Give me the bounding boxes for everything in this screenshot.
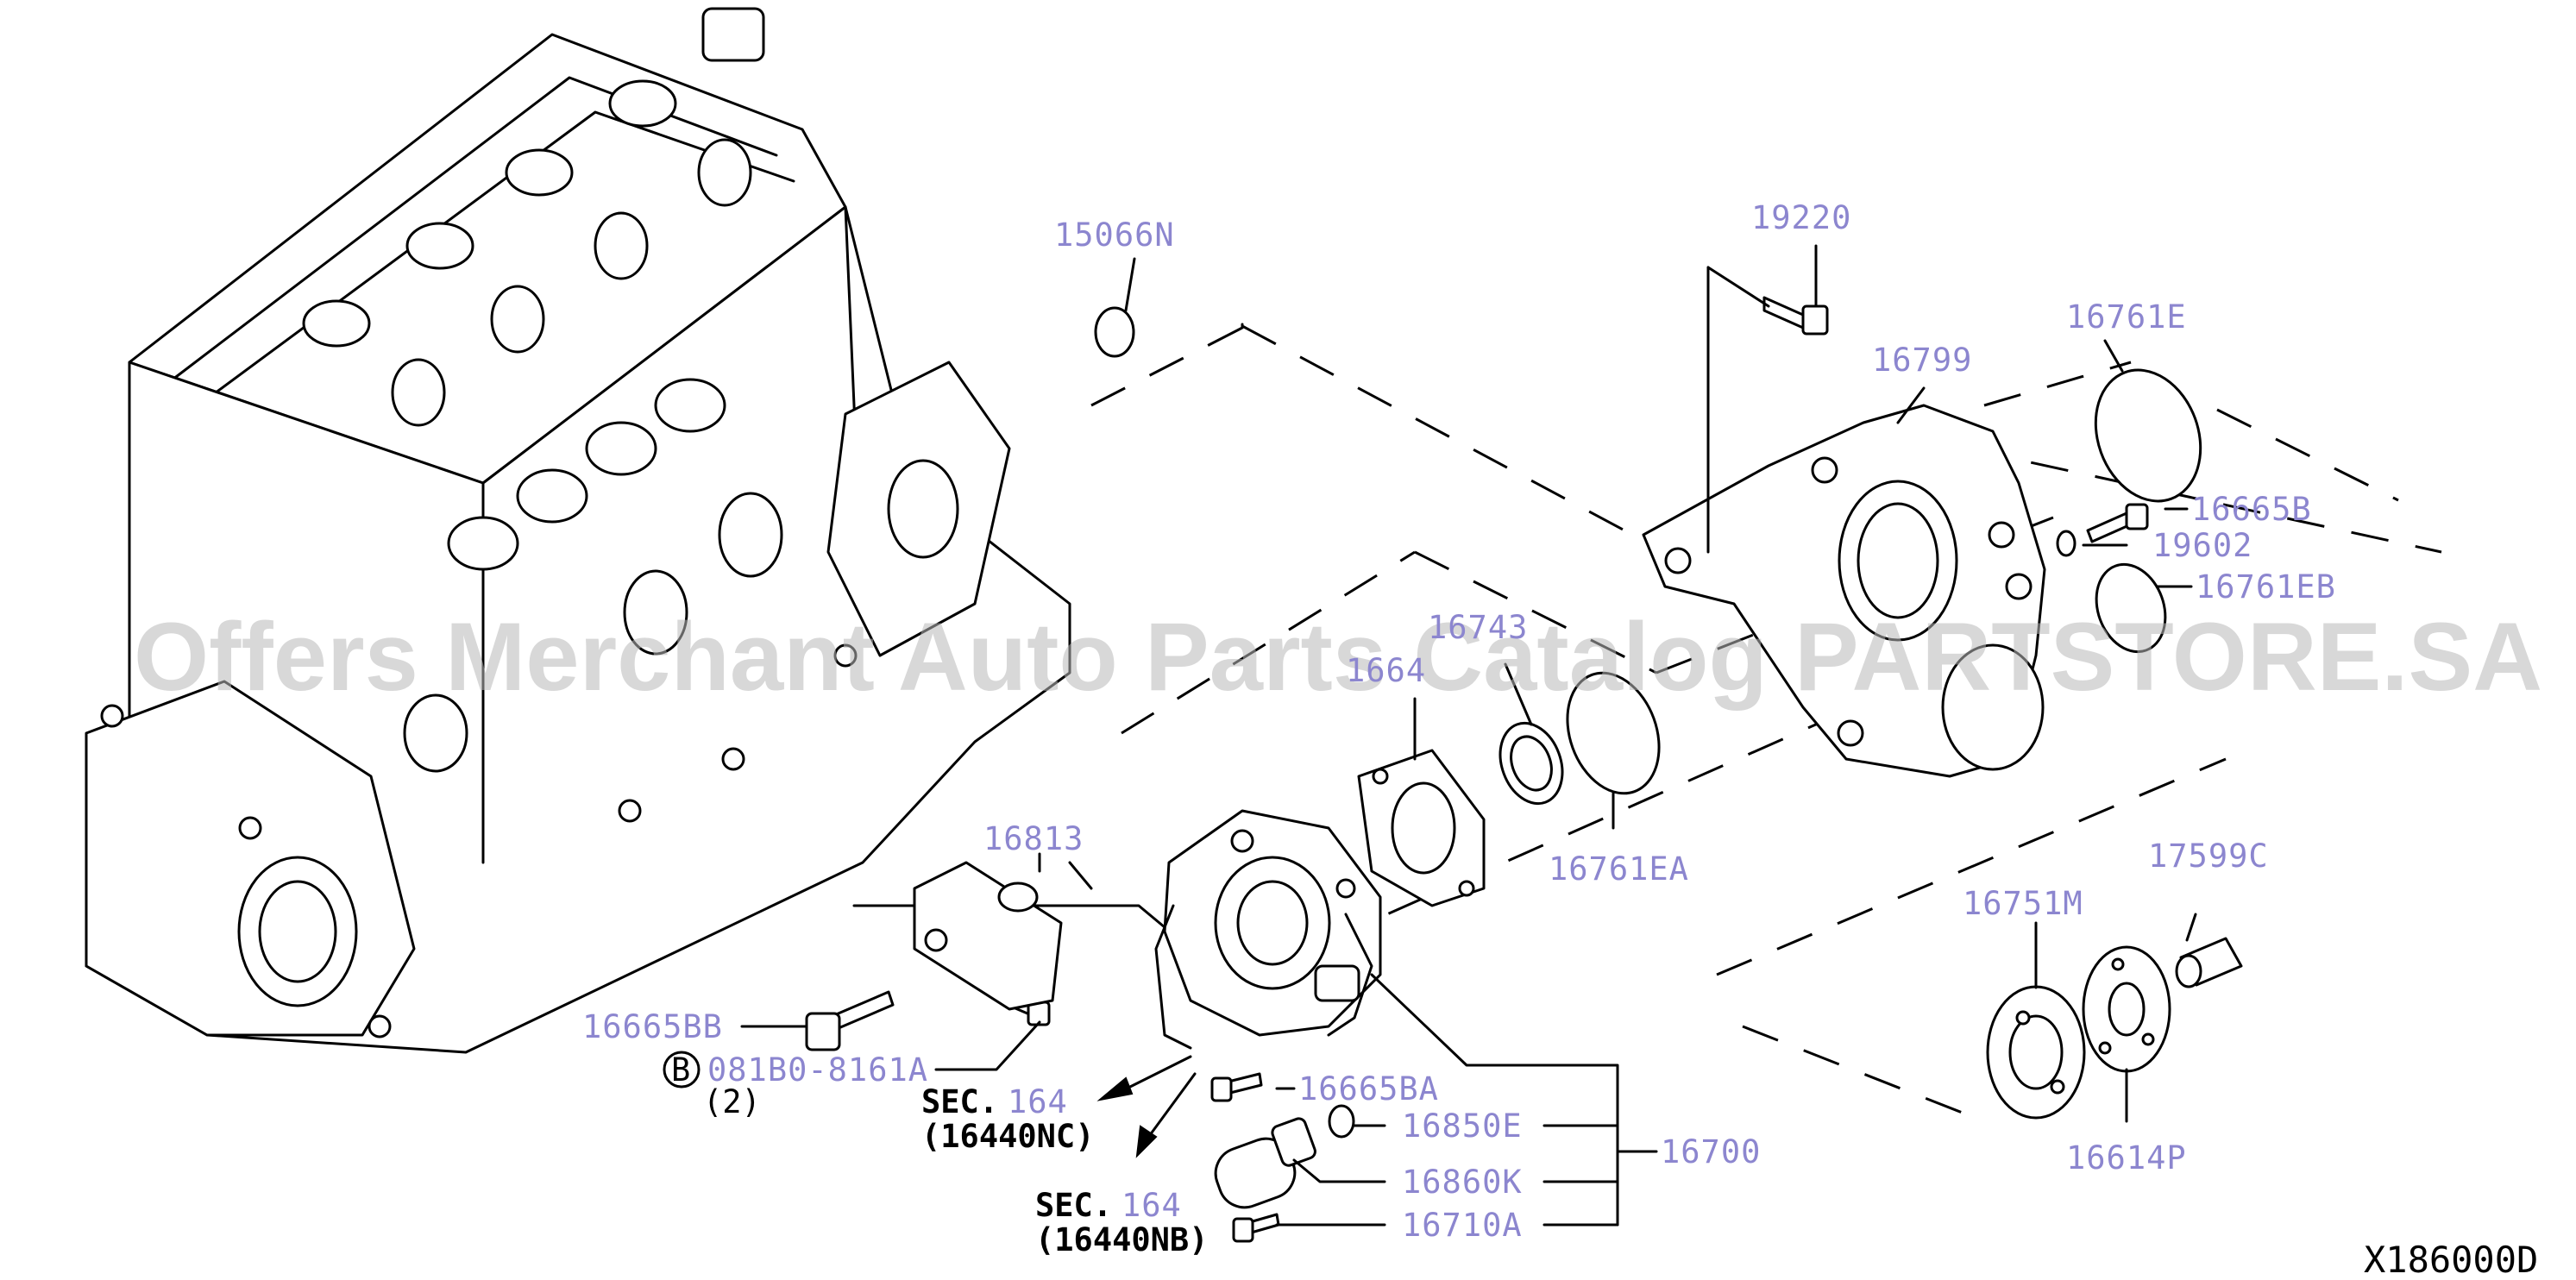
sec-ref-1[interactable]: (16440NC) <box>921 1118 1094 1155</box>
part-label-16761EB[interactable]: 16761EB <box>2196 568 2336 605</box>
part-label-16665B[interactable]: 16665B <box>2191 491 2312 528</box>
diagram-code: X186000D <box>2364 1239 2538 1280</box>
hub-16751M <box>1986 985 2086 1120</box>
o-ring-15066N <box>1094 306 1135 358</box>
engine-block <box>85 7 1071 1054</box>
sec-ref-2[interactable]: (16440NB) <box>1035 1221 1208 1258</box>
seal-16743 <box>1498 721 1564 806</box>
part-label-19602[interactable]: 19602 <box>2152 527 2252 564</box>
sec-num-1[interactable]: 164 <box>1008 1083 1068 1120</box>
part-label-16665BB[interactable]: 16665BB <box>582 1008 723 1045</box>
quantity-note: (2) <box>703 1083 761 1120</box>
bolt-16665BB <box>805 990 895 1051</box>
part-label-081B0-8161A[interactable]: 081B0-8161A <box>707 1051 928 1089</box>
part-label-16751M[interactable]: 16751M <box>1963 885 2083 922</box>
part-label-16700[interactable]: 16700 <box>1661 1133 1761 1170</box>
part-label-16850E[interactable]: 16850E <box>1402 1107 1523 1145</box>
connector-housing-16799 <box>1642 404 2046 778</box>
plate-16614P <box>2082 945 2171 1073</box>
part-label-1664[interactable]: 1664 <box>1346 652 1426 689</box>
o-ring-16761E <box>2094 368 2202 503</box>
bolt-16665B <box>2086 503 2149 543</box>
solenoid-16860K <box>1214 1117 1316 1209</box>
part-label-17599C[interactable]: 17599C <box>2148 838 2269 875</box>
sec-num-2[interactable]: 164 <box>1122 1187 1182 1224</box>
o-ring-16761EA <box>1566 671 1661 795</box>
part-label-16799[interactable]: 16799 <box>1872 342 1972 379</box>
part-label-16614P[interactable]: 16614P <box>2066 1139 2187 1176</box>
fuel-pump-16700 <box>1154 809 1382 1050</box>
flange-1664 <box>1357 749 1486 907</box>
leader-lines <box>740 244 2197 1227</box>
sec-label-2: SEC. <box>1035 1187 1112 1224</box>
b-marker-circle <box>663 1051 701 1089</box>
part-label-16761EA[interactable]: 16761EA <box>1549 850 1689 888</box>
part-label-15066N[interactable]: 15066N <box>1054 216 1175 254</box>
sleeve-17599C <box>2175 937 2243 988</box>
o-ring-16850E <box>1328 1104 1355 1139</box>
part-label-16743[interactable]: 16743 <box>1428 609 1528 646</box>
part-label-16665BA[interactable]: 16665BA <box>1298 1070 1439 1107</box>
bolt-16710A <box>1232 1213 1280 1243</box>
part-label-16860K[interactable]: 16860K <box>1402 1164 1523 1201</box>
part-label-16710A[interactable]: 16710A <box>1402 1207 1523 1244</box>
b-marker: B <box>671 1051 690 1089</box>
bolt-19220 <box>1762 296 1829 336</box>
part-label-16813[interactable]: 16813 <box>983 820 1084 857</box>
sec-label-1: SEC. <box>921 1083 998 1120</box>
part-labels: 15066N 19220 16761E 16799 16665B 19602 1… <box>582 199 2336 1244</box>
bolt-16665BA <box>1210 1072 1263 1102</box>
washer-19602 <box>2056 530 2077 557</box>
watermark-text: Offers Merchant Auto Parts Catalog PARTS… <box>134 603 2542 711</box>
bracket-16813 <box>913 861 1063 1011</box>
part-label-16761E[interactable]: 16761E <box>2066 298 2187 336</box>
part-label-19220[interactable]: 19220 <box>1751 199 1851 236</box>
callouts: B (2) SEC. 164 (16440NC) SEC. 164 (16440… <box>663 1051 1208 1258</box>
o-ring-16761EB <box>2095 562 2167 654</box>
